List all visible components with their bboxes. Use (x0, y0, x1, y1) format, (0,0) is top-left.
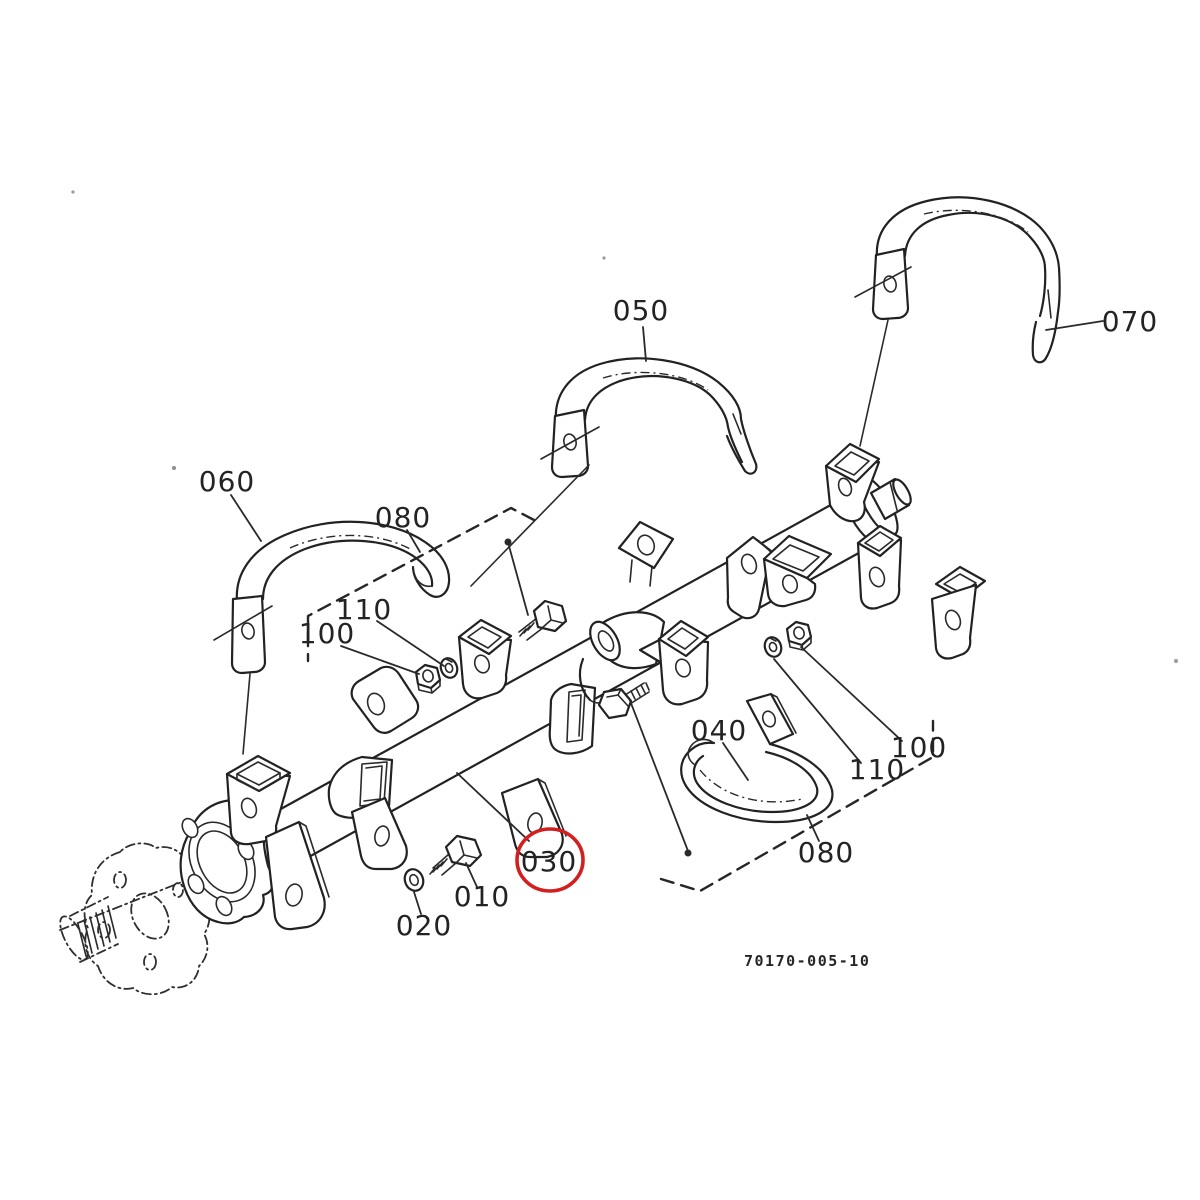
callout-030-highlighted[interactable]: 030 (521, 845, 577, 878)
lock-washer-110-right (763, 636, 783, 658)
tine-050 (470, 357, 758, 587)
tine-plate-left-lower (264, 820, 330, 931)
tine-holder-box-mid (457, 618, 513, 700)
drawing-number: 70170-005-10 (744, 952, 870, 970)
callout-080-bottom[interactable]: 080 (798, 836, 854, 869)
bolt-upper-mid (518, 599, 568, 641)
scan-specks (71, 190, 1178, 663)
tine-holder-far-right (930, 565, 987, 660)
callout-020[interactable]: 020 (396, 909, 452, 942)
bolt-010 (429, 834, 483, 876)
callout-050[interactable]: 050 (613, 294, 669, 327)
tine-set-boundary-top (306, 506, 536, 663)
callout-110-left[interactable]: 110 (336, 593, 392, 626)
callouts: 050 060 070 080 110 100 040 100 110 080 … (199, 294, 1158, 942)
tine-holder-box-right-end (824, 442, 881, 523)
tine-plate-mid-1 (350, 796, 408, 871)
nut-100-right (785, 620, 813, 651)
tine-plate-upper-right (725, 535, 774, 620)
tine-holder-right-pair (856, 524, 903, 610)
lock-washer-110-left (439, 657, 459, 679)
callout-010[interactable]: 010 (454, 880, 510, 913)
tine-060 (213, 520, 451, 755)
callout-040[interactable]: 040 (691, 714, 747, 747)
callout-100-left[interactable]: 100 (299, 617, 355, 650)
tine-plate-upper-mid (617, 520, 675, 587)
tine-070 (854, 196, 1061, 447)
callout-060[interactable]: 060 (199, 465, 255, 498)
washer-020 (403, 868, 425, 892)
leader-lines (230, 320, 1104, 915)
leader-dot-upper (504, 538, 512, 546)
callout-100-right[interactable]: 100 (891, 731, 947, 764)
highlight-circle (515, 827, 585, 893)
tine-holder-saddle-2 (548, 682, 597, 755)
callout-110-right[interactable]: 110 (849, 753, 905, 786)
callout-080-top[interactable]: 080 (375, 501, 431, 534)
tine-set-boundary-bottom (659, 719, 935, 893)
tine-040 (680, 692, 834, 824)
tine-holder-box-lower-right (762, 534, 833, 608)
nut-100-left (414, 663, 442, 694)
tine-holder-box-right-mid (657, 619, 710, 706)
bolt-lower-mid (597, 682, 650, 720)
callout-070[interactable]: 070 (1102, 305, 1158, 338)
leader-dot-lower (684, 849, 692, 857)
tine-strap-top-1 (350, 665, 420, 734)
